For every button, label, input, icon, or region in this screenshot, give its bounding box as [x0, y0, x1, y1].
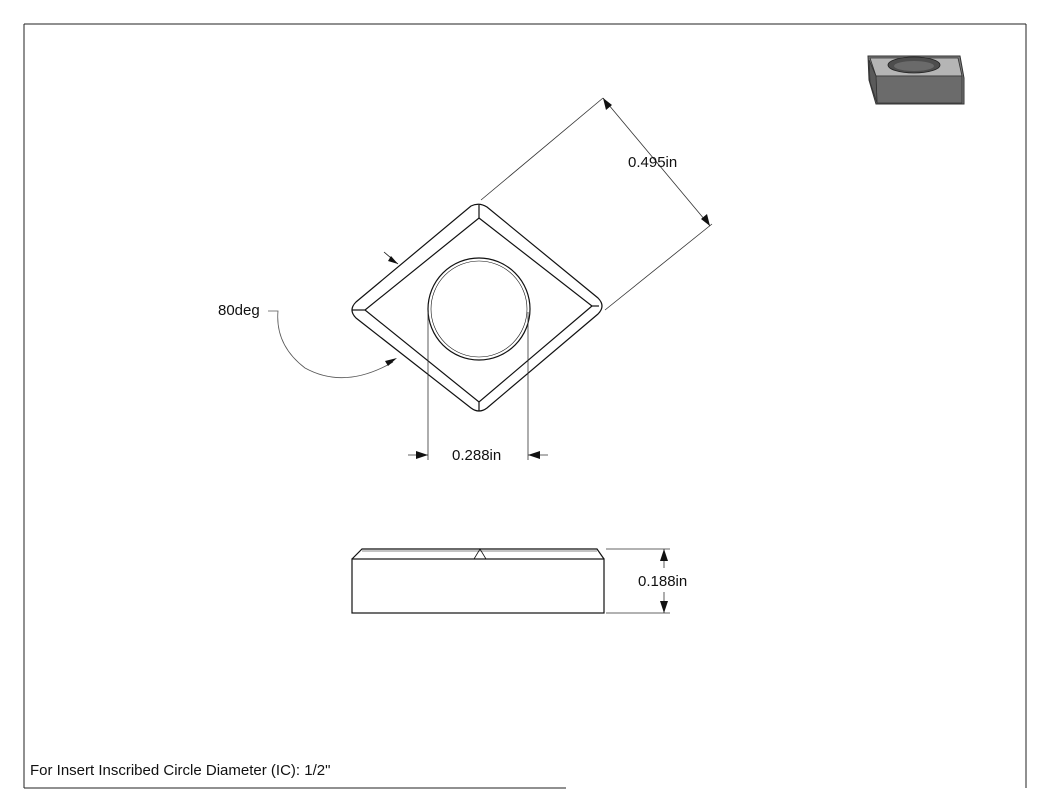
edge-length-label: 0.495in [628, 154, 677, 171]
insert-top-view [351, 203, 603, 412]
angle-dimension [268, 251, 399, 378]
thickness-label: 0.188in [638, 573, 687, 590]
center-hole [427, 257, 531, 361]
thickness-dimension [606, 548, 670, 614]
insert-side-view [351, 548, 605, 614]
edge-length-dimension [480, 97, 713, 311]
angle-label: 80deg [218, 302, 260, 319]
hole-diameter-label: 0.288in [452, 447, 501, 464]
ic-note: For Insert Inscribed Circle Diameter (IC… [30, 762, 330, 779]
insert-3d-thumbnail [867, 55, 965, 105]
hole-diameter-dimension [408, 312, 548, 460]
sheet-border [23, 23, 1027, 789]
